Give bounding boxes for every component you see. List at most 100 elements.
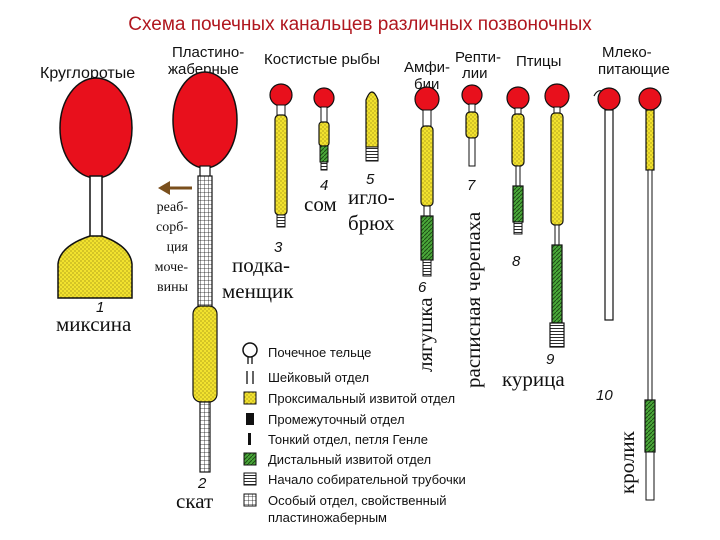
proximal-chicken: [511, 113, 525, 167]
nephron-frog: [414, 86, 440, 277]
species-hagfish: миксина: [56, 312, 132, 336]
lower-segment-ray: [199, 401, 211, 473]
species-labels: миксина скат сом игло- брюх подка- менщи…: [56, 185, 639, 513]
nephron-hagfish: [57, 77, 133, 299]
glomerulus-podkamenshchik: [269, 83, 293, 107]
glomerulus-rabbit-2: [638, 87, 662, 111]
neck-hagfish: [89, 175, 103, 239]
glomerulus-turtle: [461, 84, 483, 106]
reabsorption-line-1: реаб-: [157, 200, 189, 215]
number-3: 3: [274, 239, 283, 256]
species-podkamenshchik-2: менщик: [222, 279, 294, 303]
legend-label-neck: Шейковый отдел: [268, 370, 369, 385]
header-reptiles-2: лии: [462, 65, 488, 82]
neck-icon: [246, 371, 254, 384]
collecting-podkamenshchik: [276, 214, 286, 228]
proximal-catfish: [318, 121, 330, 147]
header-elasmobranchs-1: Пластино-: [172, 44, 244, 61]
nephron-stickleback: [365, 91, 379, 162]
glomerulus-chicken: [506, 86, 530, 110]
header-mammals-2: питающие: [598, 61, 670, 78]
tubule-rabbit-1: [604, 109, 614, 321]
proximal-hagfish: [57, 235, 133, 299]
nephron-ray: [172, 71, 238, 473]
legend-label-special: Особый отдел, свойственный: [268, 493, 446, 508]
species-podkamenshchik-1: подка-: [232, 253, 290, 277]
distal-chicken-2: [551, 244, 563, 324]
loop-henle-rabbit: [647, 169, 653, 401]
glomerulus-icon: [242, 342, 258, 364]
nephron-chicken: [506, 86, 530, 235]
nephron-numbers: 1 2 3 4 5 6 7 8 9 10: [96, 171, 613, 492]
header-mammals-1: Млеко-: [602, 44, 652, 61]
species-turtle: расписная черепаха: [461, 211, 485, 388]
header-bony-fish: Костистые рыбы: [264, 51, 380, 68]
glomerulus-rabbit-1: [597, 87, 621, 111]
number-2: 2: [197, 475, 207, 492]
proximal-ray: [192, 305, 218, 403]
number-9: 9: [546, 351, 555, 368]
header-elasmobranchs-2: жаберные: [168, 61, 239, 78]
distal-frog: [420, 215, 434, 261]
nephron-podkamenshchik: [269, 83, 293, 228]
proximal-stickleback: [365, 91, 379, 148]
intermediate-icon: [246, 413, 254, 425]
reabsorption-arrow: [158, 181, 192, 195]
number-7: 7: [467, 177, 476, 194]
legend-label-collecting: Начало собирательной трубочки: [268, 472, 466, 487]
header-birds: Птицы: [516, 53, 561, 70]
distal-icon: [243, 452, 257, 466]
header-amphibians-1: Амфи-: [404, 59, 450, 76]
reabsorption-line-2: сорб-: [156, 220, 188, 235]
glomerulus-hagfish: [59, 77, 133, 179]
number-8: 8: [512, 253, 521, 270]
glomerulus-chicken-2: [544, 83, 570, 109]
nephron-chicken-mammalian-type: [544, 83, 570, 348]
column-headers: Круглоротые Пластино- жаберные Костистые…: [40, 44, 670, 93]
distal-rabbit: [644, 399, 656, 453]
nephron-turtle: [461, 84, 483, 167]
reabsorption-line-4: моче-: [155, 260, 189, 275]
header-cyclostomes: Круглоротые: [40, 65, 135, 82]
distal-catfish: [319, 145, 329, 163]
distal-chicken: [512, 185, 524, 223]
legend-label-intermediate: Промежуточный отдел: [268, 412, 405, 427]
glomerulus-ray: [172, 71, 238, 169]
species-stickleback-2: брюх: [348, 211, 395, 235]
header-reptiles-1: Репти-: [455, 49, 501, 66]
species-stickleback-1: игло-: [348, 185, 395, 209]
reabsorption-label: реаб- сорб- ция моче- вины: [155, 200, 189, 295]
legend-label-glomerulus: Почечное тельце: [268, 345, 371, 360]
legend-label-proximal: Проксимальный извитой отдел: [268, 391, 455, 406]
reabsorption-line-3: ция: [167, 240, 189, 255]
proximal-rabbit: [645, 109, 655, 171]
legend-label-special-2: пластиножаберным: [268, 510, 387, 525]
species-catfish: сом: [304, 192, 337, 216]
nephron-catfish: [313, 87, 335, 171]
diagram-title: Схема почечных канальцев различных позво…: [128, 14, 592, 35]
legend: Почечное тельце Шейковый отдел Проксимал…: [242, 342, 466, 525]
thin-icon: [248, 433, 251, 445]
number-6: 6: [418, 279, 427, 296]
proximal-podkamenshchik: [274, 114, 288, 216]
proximal-chicken-2: [550, 112, 564, 226]
nephron-rabbit: [593, 87, 662, 501]
special-icon: [243, 493, 257, 507]
proximal-frog: [420, 125, 434, 207]
number-1: 1: [96, 299, 104, 316]
glomerulus-frog: [414, 86, 440, 112]
species-frog: лягушка: [413, 297, 437, 372]
proximal-turtle: [465, 111, 479, 139]
species-rabbit: кролик: [615, 430, 639, 494]
number-10: 10: [596, 387, 613, 404]
special-segment-ray: [197, 175, 213, 307]
glomerulus-catfish: [313, 87, 335, 109]
collecting-icon: [243, 472, 257, 486]
collecting-chicken-2: [549, 322, 565, 348]
species-ray: скат: [176, 489, 213, 513]
collecting-stickleback: [365, 146, 379, 162]
number-5: 5: [366, 171, 375, 188]
legend-label-distal: Дистальный извитой отдел: [268, 452, 431, 467]
number-4: 4: [320, 177, 328, 194]
species-chicken: курица: [502, 367, 565, 391]
